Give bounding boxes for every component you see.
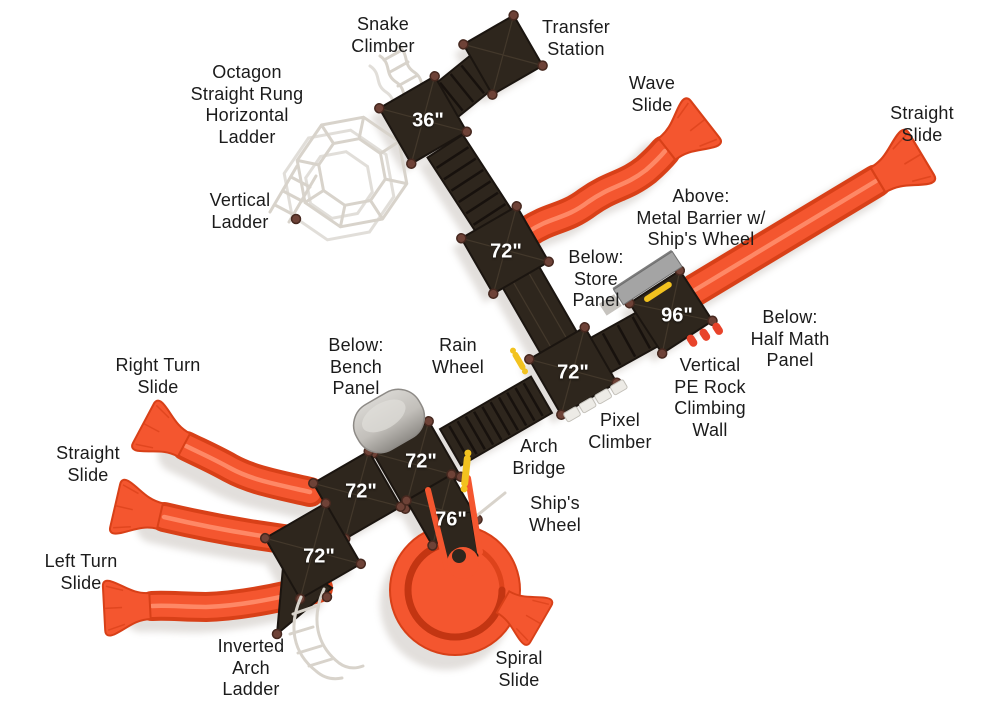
octagon-horizontal-ladder	[282, 115, 415, 242]
post	[524, 354, 535, 365]
post	[406, 158, 417, 169]
post	[543, 256, 554, 267]
deck-96	[624, 265, 718, 359]
detail-layer	[271, 213, 724, 681]
pixel-climber-blocks	[563, 379, 628, 423]
metal-barrier	[598, 249, 724, 347]
post	[320, 497, 332, 509]
post	[355, 558, 367, 570]
inverted-arch-ladder	[288, 587, 365, 681]
ladder-layer	[268, 44, 432, 242]
post	[259, 532, 271, 544]
post	[579, 322, 590, 333]
straight-slide-upper	[678, 126, 939, 307]
post	[461, 126, 472, 137]
post	[456, 233, 467, 244]
post	[423, 416, 434, 427]
post	[427, 540, 438, 551]
ships-wheel	[460, 449, 472, 493]
post	[271, 628, 283, 640]
spiral-slide-chute	[425, 475, 483, 579]
post	[446, 469, 457, 480]
post	[487, 89, 498, 100]
post	[290, 213, 302, 225]
rain-wheel	[510, 347, 528, 375]
transfer-platform	[458, 10, 548, 100]
octagon-ladder-shadow	[282, 128, 396, 242]
post	[429, 71, 440, 82]
vertical-ladder	[268, 164, 318, 224]
rock-wall-holds	[686, 322, 724, 347]
post	[401, 495, 412, 506]
bench-arch-dome	[352, 388, 426, 454]
post	[656, 348, 668, 359]
arch-bridge-walkway	[438, 375, 554, 467]
post	[308, 478, 319, 489]
wave-slide	[512, 95, 724, 248]
post	[458, 39, 469, 50]
post	[321, 591, 333, 603]
slide-layer	[101, 95, 939, 656]
yellow-stripe	[644, 281, 672, 302]
post	[374, 103, 385, 114]
deck-72-e	[259, 497, 367, 605]
deck-72-b	[524, 322, 622, 420]
right-turn-slide	[129, 398, 325, 507]
post	[537, 60, 548, 71]
post	[511, 201, 522, 212]
post	[508, 10, 519, 21]
deck-72-a	[456, 201, 554, 299]
deck-36	[374, 71, 472, 169]
post	[488, 288, 499, 299]
